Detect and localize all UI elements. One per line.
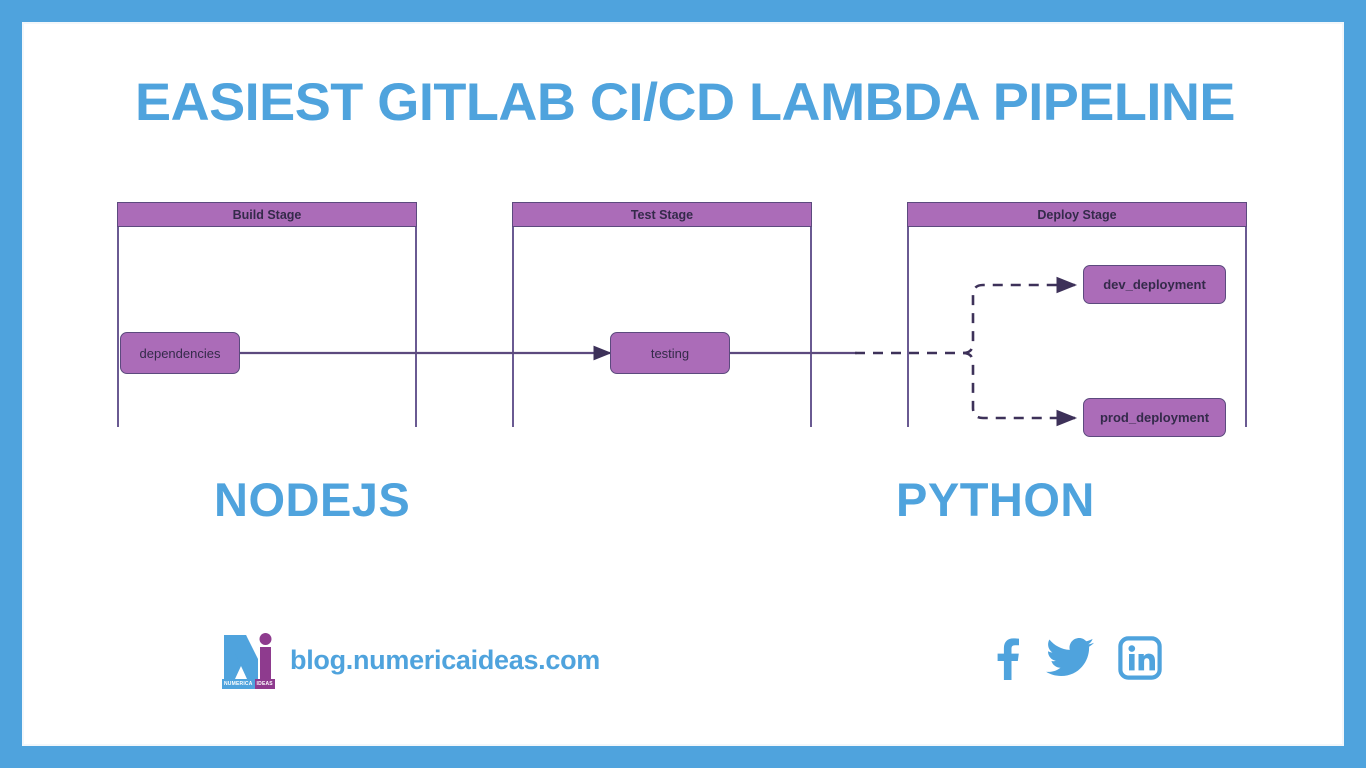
stage-test-header: Test Stage <box>512 202 812 227</box>
numericaideas-logo-icon: NUMERICA IDEAS <box>222 631 276 689</box>
stage-test-rail-right <box>809 227 812 427</box>
page-title: EASIEST GITLAB CI/CD LAMBDA PIPELINE <box>135 73 1235 132</box>
facebook-icon[interactable] <box>992 636 1022 685</box>
brand-url[interactable]: blog.numericaideas.com <box>290 644 600 675</box>
language-label-nodejs: NODEJS <box>214 473 411 526</box>
job-node-testing[interactable]: testing <box>610 332 730 374</box>
logo-subtext: NUMERICA IDEAS <box>222 679 275 689</box>
edge-testing-prod-deployment <box>962 351 1078 427</box>
stage-test: Test Stage <box>512 202 812 427</box>
brand-block: NUMERICA IDEAS blog.numericaideas.com <box>222 631 600 689</box>
job-node-prod-deployment[interactable]: prod_deployment <box>1083 398 1226 437</box>
social-links <box>992 636 1162 685</box>
stage-build: Build Stage <box>117 202 417 427</box>
stage-deploy-rail-left <box>907 227 910 427</box>
twitter-icon[interactable] <box>1046 636 1094 685</box>
job-node-dev-deployment[interactable]: dev_deployment <box>1083 265 1226 304</box>
logo-subtext-left: NUMERICA <box>222 679 255 689</box>
job-node-prod-deployment-label: prod_deployment <box>1099 410 1210 425</box>
job-node-testing-label: testing <box>650 345 690 361</box>
linkedin-icon[interactable] <box>1118 636 1162 685</box>
stage-deploy-rail-right <box>1244 227 1247 427</box>
poster-canvas: EASIEST GITLAB CI/CD LAMBDA PIPELINE Bui… <box>22 22 1344 746</box>
job-node-dev-deployment-label: dev_deployment <box>1103 277 1206 292</box>
edge-testing-dev-deployment <box>962 276 1078 355</box>
stage-deploy: Deploy Stage <box>907 202 1247 427</box>
stage-build-header: Build Stage <box>117 202 417 227</box>
pipeline-connectors <box>240 276 1078 427</box>
pipeline-diagram: Build Stage Test Stage Deploy Stage <box>117 202 1247 437</box>
stage-test-rail-left <box>512 227 515 427</box>
job-node-dependencies[interactable]: dependencies <box>120 332 240 374</box>
logo-glyph-icon <box>224 633 272 679</box>
logo-subtext-right: IDEAS <box>254 679 275 689</box>
language-label-python: PYTHON <box>896 473 1095 526</box>
stage-build-rail-left <box>117 227 120 427</box>
job-node-dependencies-label: dependencies <box>139 345 221 361</box>
stage-build-rail-right <box>414 227 417 427</box>
stage-deploy-header: Deploy Stage <box>907 202 1247 227</box>
